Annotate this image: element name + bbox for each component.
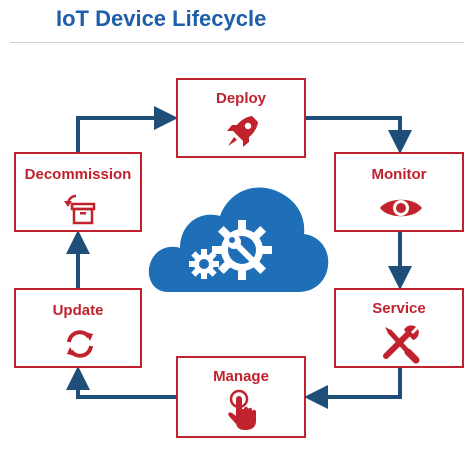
title-divider xyxy=(10,42,464,43)
hand-pointer-icon xyxy=(228,389,256,430)
stage-update-label: Update xyxy=(52,302,104,319)
stage-service-label: Service xyxy=(372,300,426,317)
rocket-icon xyxy=(227,116,258,147)
eye-icon xyxy=(380,199,422,217)
arrow-decommission-to-deploy xyxy=(76,106,178,152)
wrench-screwdriver-icon xyxy=(383,325,420,364)
stage-manage-label: Manage xyxy=(213,368,269,385)
refresh-icon xyxy=(67,330,93,358)
arrow-deploy-to-monitor xyxy=(306,116,412,154)
stage-decommission: Decommission xyxy=(14,152,142,232)
stage-update: Update xyxy=(14,288,142,368)
stage-manage: Manage xyxy=(176,356,306,438)
box-arrow-icon xyxy=(64,194,96,225)
stage-deploy-label: Deploy xyxy=(215,90,266,107)
page-title: IoT Device Lifecycle xyxy=(56,6,267,31)
stage-monitor: Monitor xyxy=(334,152,464,232)
stage-decommission-label: Decommission xyxy=(24,166,132,183)
stage-deploy: Deploy xyxy=(176,78,306,158)
stage-service: Service xyxy=(334,288,464,368)
arrow-service-to-manage xyxy=(304,368,402,409)
arrow-manage-to-update xyxy=(66,366,176,399)
stage-monitor-label: Monitor xyxy=(371,166,427,183)
cloud-gears-icon xyxy=(148,187,329,292)
